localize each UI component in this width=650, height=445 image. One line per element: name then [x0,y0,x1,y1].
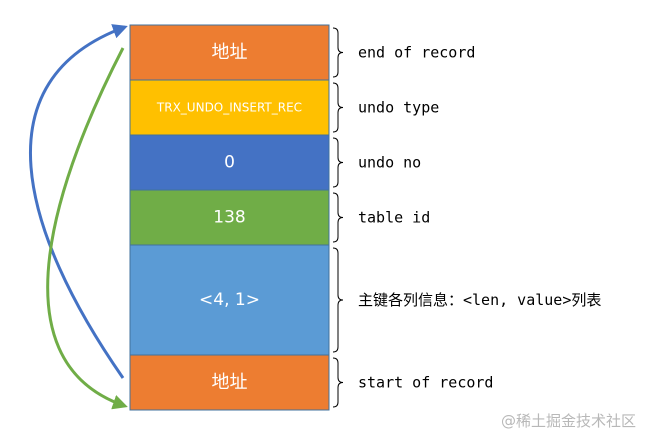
label-start-of-record: start of record [358,374,493,392]
box-end-of-record [129,24,330,81]
pointer-arrows [29,24,128,410]
label-undo-type: undo type [358,99,439,117]
box-table-id-text: 138 [213,208,245,228]
box-start-of-record-text: 地址 [212,372,248,393]
brace-undo-type [332,82,344,133]
box-undo-type-text: TRX_UNDO_INSERT_REC [156,101,302,115]
green-arrow-end-to-start [46,47,128,410]
label-primary-key: 主键各列信息：<len, value>列表 [358,291,601,309]
brace-undo-no [332,137,344,188]
brace-start-of-record [332,357,344,408]
box-undo-no-text: 0 [224,153,235,173]
box-primary-key-text: <4, 1> [199,290,260,310]
field-labels: end of record undo type undo no table id… [358,44,601,392]
box-undo-no [129,134,330,191]
brace-table-id [332,192,344,243]
box-table-id [129,189,330,246]
label-undo-no: undo no [358,154,421,172]
brace-end-of-record [332,27,344,78]
brace-primary-key [332,247,344,353]
label-end-of-record: end of record [358,44,475,62]
record-fields: 地址 TRX_UNDO_INSERT_REC 0 138 <4, 1> 地址 [129,24,330,411]
box-undo-type [129,79,330,136]
box-start-of-record [129,354,330,411]
braces [332,27,344,408]
box-end-of-record-text: 地址 [212,42,248,63]
label-table-id: table id [358,209,430,227]
watermark: @稀土掘金技术社区 [500,412,636,430]
blue-arrow-start-to-end [29,24,128,379]
box-primary-key [129,244,330,356]
